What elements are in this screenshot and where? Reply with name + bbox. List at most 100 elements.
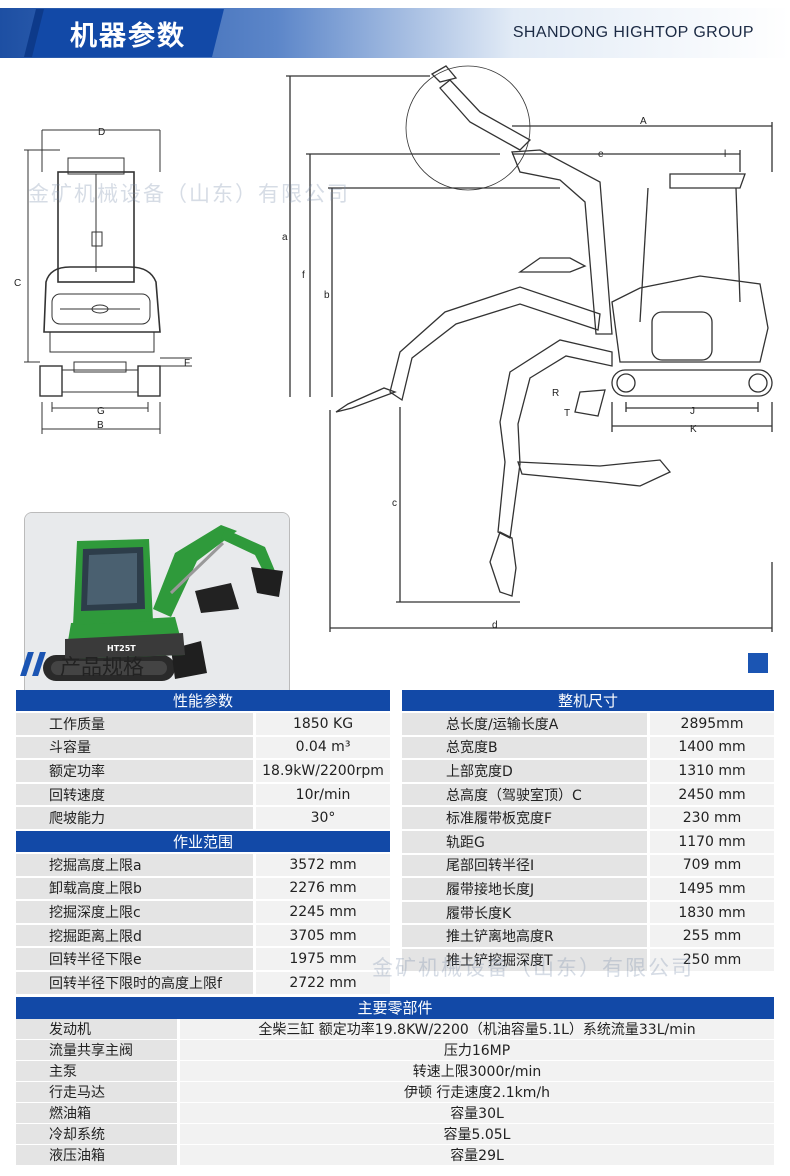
row-value: 709 mm bbox=[650, 854, 774, 879]
table-row: 燃油箱容量30L bbox=[16, 1103, 774, 1124]
row-value: 10r/min bbox=[256, 783, 390, 808]
row-value: 30° bbox=[256, 807, 390, 831]
technical-drawing: D C F G B A e l a f b c R T J K d 金矿机械设备… bbox=[0, 62, 790, 698]
side-view bbox=[286, 65, 773, 632]
dim-label-l: l bbox=[724, 149, 726, 160]
row-value: 全柴三缸 额定功率19.8KW/2200（机油容量5.1L）系统流量33L/mi… bbox=[180, 1019, 774, 1040]
performance-header: 性能参数 bbox=[16, 690, 390, 713]
page-header: 机器参数 SHANDONG HIGHTOP GROUP bbox=[0, 0, 790, 62]
performance-header-row: 性能参数 bbox=[16, 690, 390, 713]
row-value: 2245 mm bbox=[256, 901, 390, 925]
table-row: 发动机全柴三缸 额定功率19.8KW/2200（机油容量5.1L）系统流量33L… bbox=[16, 1019, 774, 1040]
section-header: 产品规格 bbox=[0, 644, 790, 684]
watermark-top: 金矿机械设备（山东）有限公司 bbox=[28, 182, 350, 206]
row-label: 总高度（驾驶室顶）C bbox=[402, 783, 650, 808]
dim-label-K: K bbox=[690, 424, 697, 435]
row-label: 斗容量 bbox=[16, 736, 256, 761]
row-label: 履带长度K bbox=[402, 901, 650, 926]
row-label: 主泵 bbox=[16, 1061, 180, 1082]
row-label: 行走马达 bbox=[16, 1082, 180, 1103]
header-title: 机器参数 bbox=[70, 21, 186, 52]
row-label: 尾部回转半径I bbox=[402, 854, 650, 879]
product-photo: HT25T bbox=[24, 512, 290, 698]
row-value: 1170 mm bbox=[650, 830, 774, 855]
row-value: 容量30L bbox=[180, 1103, 774, 1124]
row-label: 总宽度B bbox=[402, 736, 650, 761]
row-label: 发动机 bbox=[16, 1019, 180, 1040]
row-value: 18.9kW/2200rpm bbox=[256, 760, 390, 784]
row-label: 挖掘高度上限a bbox=[16, 853, 256, 878]
row-label: 回转半径下限时的高度上限f bbox=[16, 971, 256, 996]
row-label: 上部宽度D bbox=[402, 760, 650, 784]
row-label: 工作质量 bbox=[16, 713, 256, 737]
row-value: 压力16MP bbox=[180, 1040, 774, 1061]
table-row: 冷却系统容量5.05L bbox=[16, 1124, 774, 1145]
row-label: 液压油箱 bbox=[16, 1145, 180, 1166]
row-value: 230 mm bbox=[650, 807, 774, 831]
dimensions-header: 整机尺寸 bbox=[402, 690, 774, 713]
components-header: 主要零部件 bbox=[16, 997, 774, 1019]
row-label: 卸载高度上限b bbox=[16, 877, 256, 902]
dim-label-G: G bbox=[97, 406, 105, 417]
row-value: 容量29L bbox=[180, 1145, 774, 1166]
row-label: 冷却系统 bbox=[16, 1124, 180, 1145]
dim-label-c: c bbox=[392, 498, 397, 509]
row-value: 255 mm bbox=[650, 925, 774, 949]
front-view bbox=[24, 129, 192, 434]
row-value: 3705 mm bbox=[256, 924, 390, 949]
row-value: 1400 mm bbox=[650, 736, 774, 761]
row-label: 回转速度 bbox=[16, 783, 256, 808]
table-row: 流量共享主阀压力16MP bbox=[16, 1040, 774, 1061]
row-value: 250 mm bbox=[650, 948, 774, 973]
row-value: 3572 mm bbox=[256, 853, 390, 878]
dim-label-B: B bbox=[97, 420, 104, 431]
dim-label-R: R bbox=[552, 388, 559, 399]
row-value: 1975 mm bbox=[256, 948, 390, 972]
row-label: 回转半径下限e bbox=[16, 948, 256, 972]
row-label: 额定功率 bbox=[16, 760, 256, 784]
row-value: 2276 mm bbox=[256, 877, 390, 902]
excavator-photo-illustration: HT25T bbox=[25, 513, 289, 697]
section-square bbox=[748, 653, 768, 673]
row-value: 1850 KG bbox=[256, 713, 390, 737]
dim-label-f: f bbox=[302, 270, 305, 281]
dim-label-e: e bbox=[598, 149, 604, 160]
excavator-dimension-drawing: D C F G B A e l a f b c R T J K d bbox=[14, 65, 773, 632]
table-row: 主泵转速上限3000r/min bbox=[16, 1061, 774, 1082]
row-label: 履带接地长度J bbox=[402, 878, 650, 902]
row-value: 2450 mm bbox=[650, 783, 774, 808]
row-value: 伊顿 行走速度2.1km/h bbox=[180, 1082, 774, 1103]
row-label: 轨距G bbox=[402, 830, 650, 855]
dim-label-A: A bbox=[640, 116, 647, 127]
row-label: 挖掘深度上限c bbox=[16, 901, 256, 925]
dim-label-d: d bbox=[492, 620, 498, 631]
dimensions-header-row: 整机尺寸 bbox=[402, 690, 774, 713]
header-group-name: SHANDONG HIGHTOP GROUP bbox=[512, 24, 754, 41]
working-range-header: 作业范围 bbox=[16, 830, 390, 854]
components-table: 发动机全柴三缸 额定功率19.8KW/2200（机油容量5.1L）系统流量33L… bbox=[16, 1019, 774, 1166]
table-row: 液压油箱容量29L bbox=[16, 1145, 774, 1166]
dim-label-C: C bbox=[14, 278, 21, 289]
dim-label-T: T bbox=[564, 408, 570, 419]
row-label: 爬坡能力 bbox=[16, 807, 256, 831]
row-value: 容量5.05L bbox=[180, 1124, 774, 1145]
